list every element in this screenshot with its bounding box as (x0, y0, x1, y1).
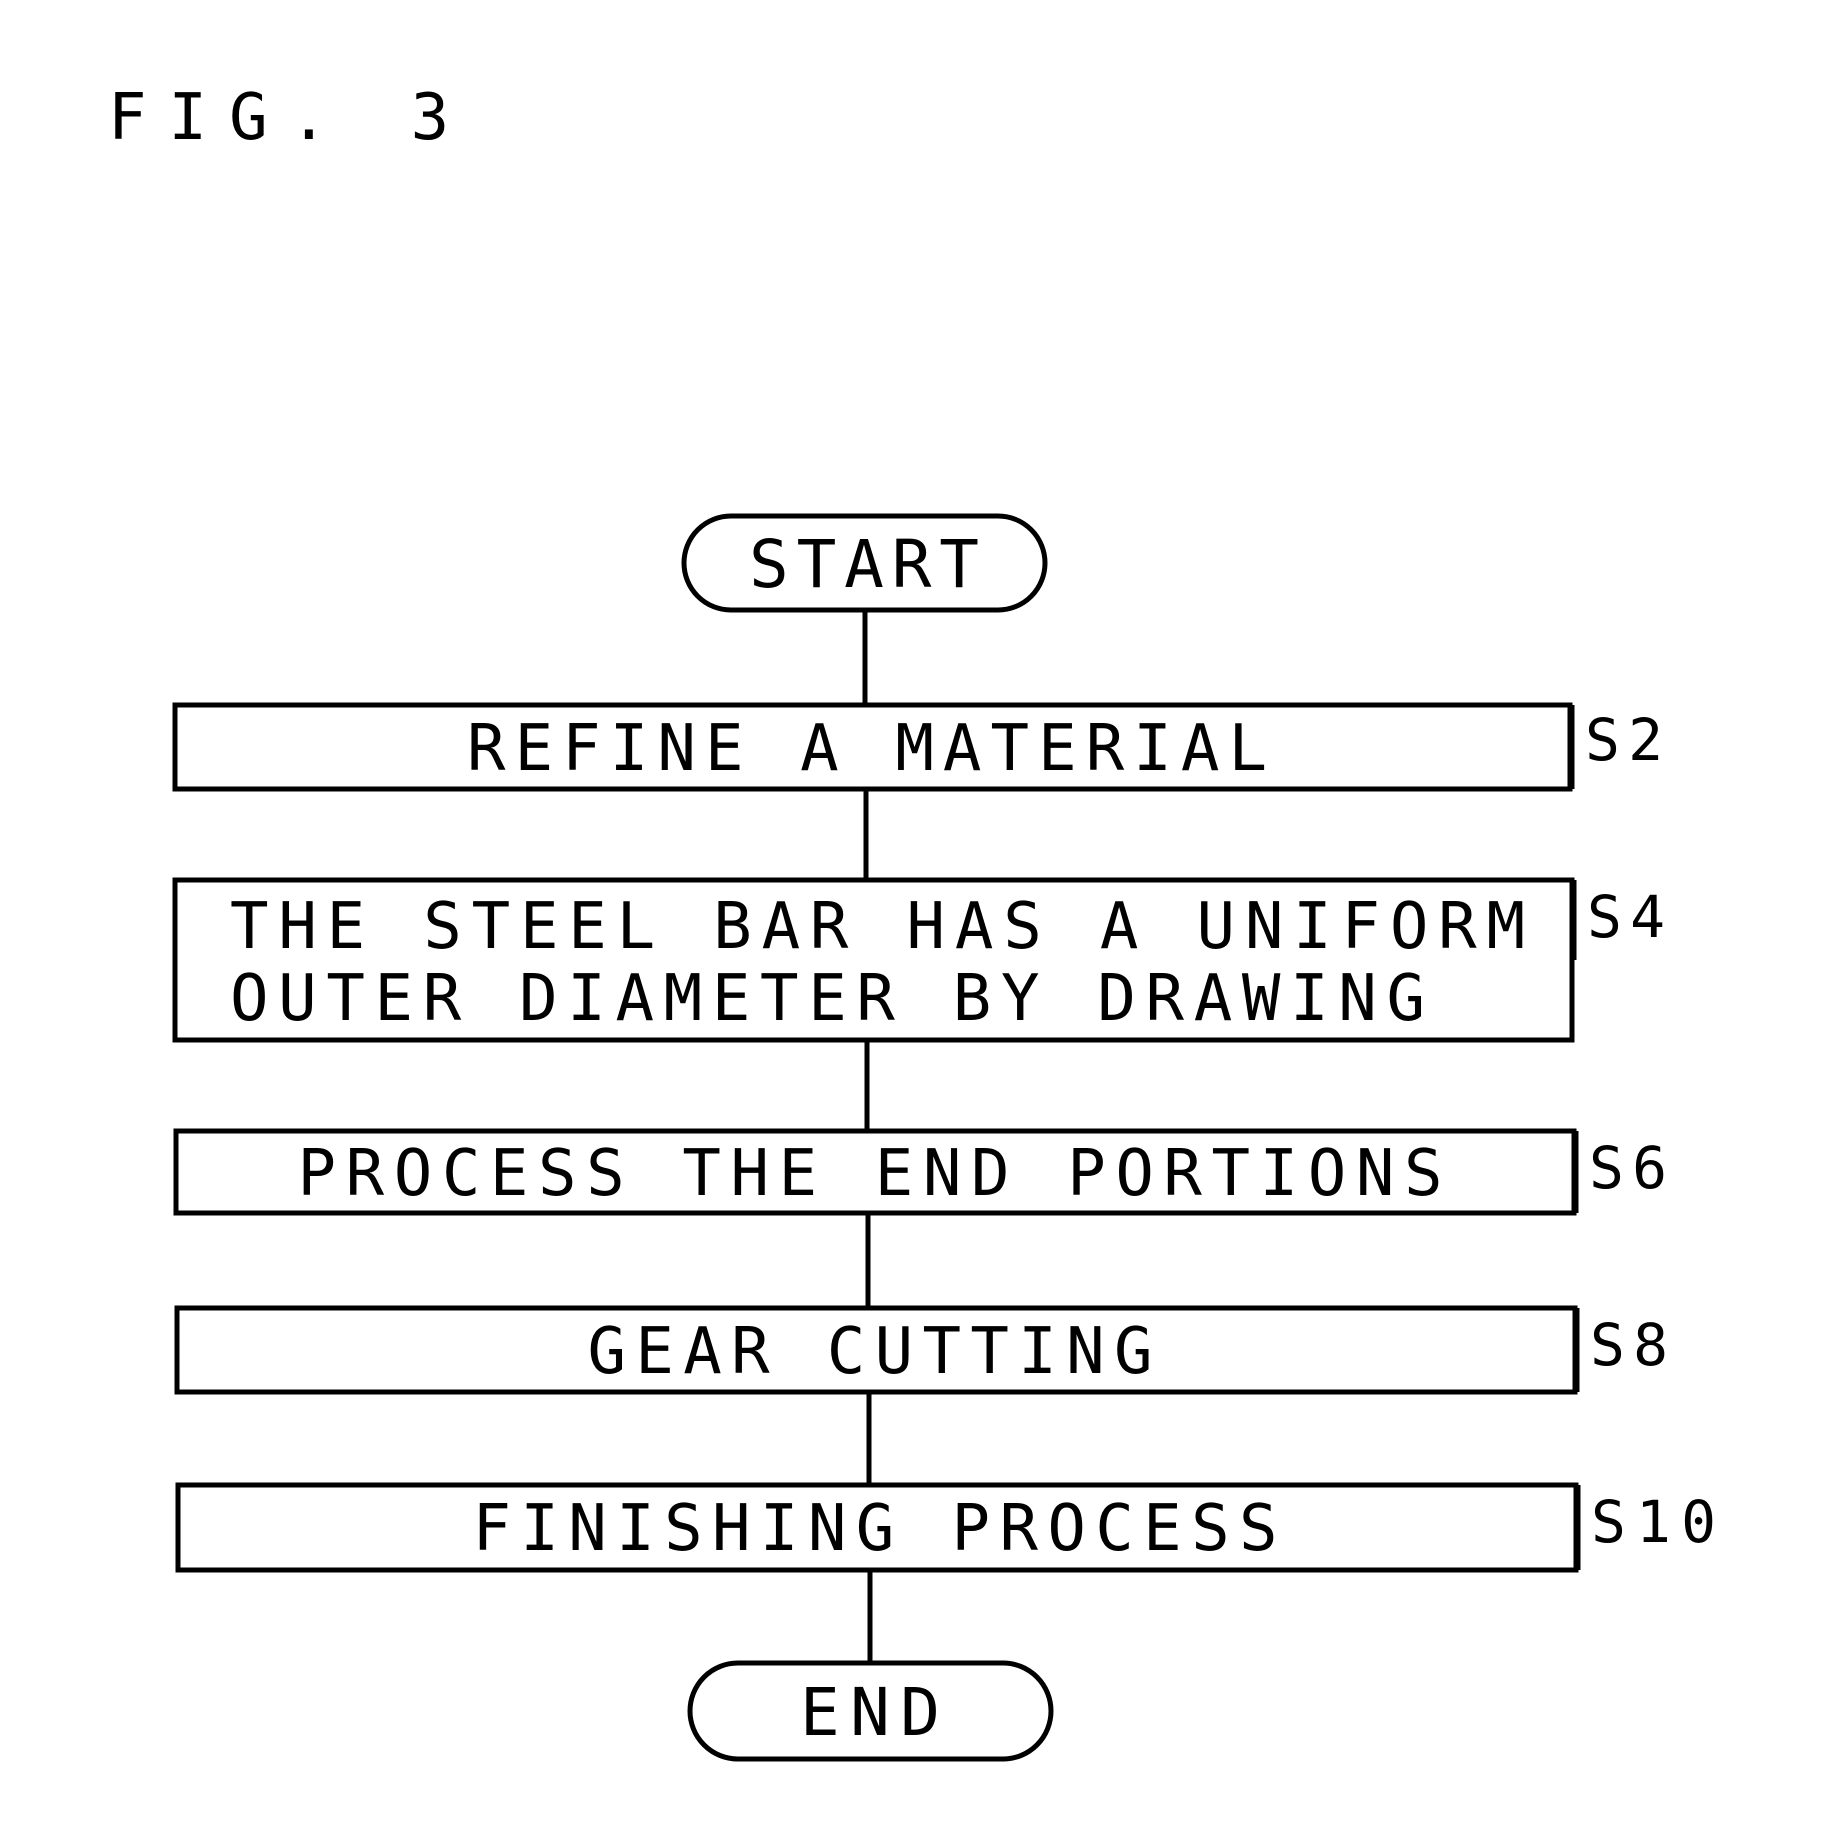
end-label: END (800, 1674, 940, 1751)
step-text-s6: PROCESS THE END PORTIONS (298, 1137, 1443, 1211)
step-id-s6: S6 (1589, 1134, 1667, 1202)
step-id-s4: S4 (1587, 883, 1665, 951)
step-text-s4-line1: THE STEEL BAR HAS A UNIFORM (230, 890, 1525, 964)
step-text-s2: REFINE A MATERIAL (467, 712, 1267, 786)
step-id-s10: S10 (1591, 1488, 1716, 1556)
step-id-s2: S2 (1585, 706, 1663, 774)
step-id-s8: S8 (1590, 1311, 1668, 1379)
step-text-s10: FINISHING PROCESS (473, 1492, 1278, 1566)
step-text-s4-line2: OUTER DIAMETER BY DRAWING (230, 962, 1425, 1036)
start-label: START (749, 526, 979, 603)
step-text-s8: GEAR CUTTING (588, 1315, 1153, 1389)
